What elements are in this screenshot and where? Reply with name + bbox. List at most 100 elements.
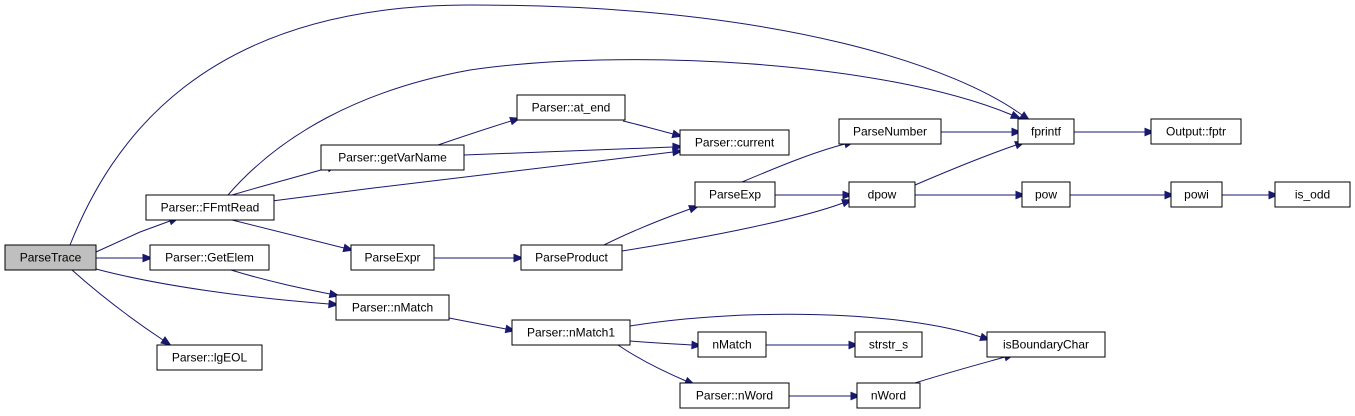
node-box xyxy=(856,382,921,409)
node-isodd[interactable]: is_odd xyxy=(1274,181,1351,208)
edge-parsenumber-to-fprintf xyxy=(941,127,1023,137)
arrowhead xyxy=(691,340,703,350)
node-nmatch_parser[interactable]: Parser::nMatch xyxy=(335,294,450,321)
node-box xyxy=(838,118,942,145)
edge-nword_parser-to-nword xyxy=(789,391,862,401)
node-getelem[interactable]: Parser::GetElem xyxy=(149,244,270,271)
arrowhead xyxy=(328,299,340,309)
node-atend[interactable]: Parser::at_end xyxy=(516,94,626,121)
node-box xyxy=(848,181,916,208)
arrowhead xyxy=(1009,110,1022,119)
node-label: Parser::lgEOL xyxy=(172,351,248,365)
node-ffmtread[interactable]: Parser::FFmtRead xyxy=(145,194,275,221)
edge-line xyxy=(617,344,687,382)
node-box xyxy=(320,144,465,171)
node-label: Parser::getVarName xyxy=(338,151,447,165)
edge-line xyxy=(71,269,164,341)
edge-line xyxy=(629,340,693,346)
node-getvarname[interactable]: Parser::getVarName xyxy=(320,144,465,171)
node-label: ParseExp xyxy=(709,188,761,202)
node-box xyxy=(149,244,270,271)
arrowhead xyxy=(1268,190,1280,200)
node-box xyxy=(1021,181,1071,208)
node-parsetrace[interactable]: ParseTrace xyxy=(4,244,97,271)
edge-line xyxy=(448,317,507,330)
edge-line xyxy=(271,151,674,202)
edge-line xyxy=(95,220,171,253)
node-fprintf[interactable]: fprintf xyxy=(1017,118,1075,145)
edge-nmatch1-to-isboundarychar xyxy=(629,313,991,341)
node-box xyxy=(679,129,790,156)
arrowhead xyxy=(160,336,172,346)
node-label: Parser::nMatch xyxy=(352,301,433,315)
edge-atend-to-current xyxy=(622,120,683,139)
edge-line xyxy=(69,4,1023,246)
node-outputfptr[interactable]: Output::fptr xyxy=(1150,118,1242,145)
node-box xyxy=(520,244,623,271)
edge-parseexpr-to-parseproduct xyxy=(434,253,525,263)
node-nmatch1[interactable]: Parser::nMatch1 xyxy=(511,319,631,346)
edge-line xyxy=(622,120,674,135)
node-box xyxy=(145,194,275,221)
edge-getvarname-to-atend xyxy=(437,117,521,146)
node-strstrs[interactable]: strstr_s xyxy=(854,331,923,358)
node-box xyxy=(1150,118,1242,145)
node-isboundarychar[interactable]: isBoundaryChar xyxy=(986,331,1106,358)
edge-fprintf-to-outputfptr xyxy=(1074,127,1156,137)
arrowhead xyxy=(1144,127,1156,137)
node-label: ParseTrace xyxy=(20,251,82,265)
node-nmatch[interactable]: nMatch xyxy=(697,331,767,358)
node-box xyxy=(511,319,631,346)
node-lgeol[interactable]: Parser::lgEOL xyxy=(156,344,263,371)
node-powi[interactable]: powi xyxy=(1170,181,1223,208)
edge-nmatch1-to-nmatch xyxy=(629,340,703,350)
edge-line xyxy=(231,167,329,196)
node-box xyxy=(335,294,450,321)
node-current[interactable]: Parser::current xyxy=(679,129,790,156)
node-box xyxy=(516,94,626,121)
edge-nmatch-to-strstrs xyxy=(766,340,860,350)
edge-parseexp-to-dpow xyxy=(775,190,854,200)
nodes-layer: ParseTrace Parser::FFmtReadParser::GetEle… xyxy=(4,94,1351,409)
node-dpow[interactable]: dpow xyxy=(848,181,916,208)
edge-ffmtread-to-fprintf xyxy=(227,59,1022,196)
node-box xyxy=(1170,181,1223,208)
node-label: nMatch xyxy=(712,338,751,352)
node-label: Parser::current xyxy=(695,136,775,150)
edge-nmatch_parser-to-nmatch1 xyxy=(448,317,517,334)
node-label: is_odd xyxy=(1295,188,1330,202)
edge-line xyxy=(621,202,844,252)
arrowhead xyxy=(513,253,525,263)
arrowhead xyxy=(1015,190,1027,200)
node-pow[interactable]: pow xyxy=(1021,181,1071,208)
node-parseexpr[interactable]: ParseExpr xyxy=(350,244,435,271)
edge-line xyxy=(914,356,1006,384)
node-nword_parser[interactable]: Parser::nWord xyxy=(679,382,790,409)
node-label: Parser::nWord xyxy=(696,389,773,403)
edge-parsetrace-to-getelem xyxy=(96,253,154,263)
node-parsenumber[interactable]: ParseNumber xyxy=(838,118,942,145)
edge-ffmtread-to-parseexpr xyxy=(231,219,354,253)
node-label: dpow xyxy=(868,188,897,202)
node-nword[interactable]: nWord xyxy=(856,382,921,409)
arrowhead xyxy=(671,129,683,139)
node-label: ParseExpr xyxy=(364,251,420,265)
node-parseproduct[interactable]: ParseProduct xyxy=(520,244,623,271)
edge-parsetrace-to-lgeol xyxy=(71,269,172,346)
node-box xyxy=(1274,181,1351,208)
arrowhead xyxy=(842,190,854,200)
node-label: ParseProduct xyxy=(535,251,608,265)
node-label: strstr_s xyxy=(869,338,908,352)
node-label: Parser::FFmtRead xyxy=(161,201,260,215)
edge-nmatch1-to-nword_parser xyxy=(617,344,696,386)
edge-nword-to-isboundarychar xyxy=(914,352,1015,384)
arrowhead xyxy=(1011,127,1023,137)
edge-powi-to-isodd xyxy=(1222,190,1280,200)
edge-line xyxy=(629,313,982,338)
node-label: nWord xyxy=(871,389,906,403)
edge-line xyxy=(741,143,846,183)
node-label: Output::fptr xyxy=(1166,125,1226,139)
node-label: Parser::nMatch1 xyxy=(527,326,615,340)
node-parseexp[interactable]: ParseExp xyxy=(694,181,776,208)
node-label: Parser::GetElem xyxy=(165,251,254,265)
